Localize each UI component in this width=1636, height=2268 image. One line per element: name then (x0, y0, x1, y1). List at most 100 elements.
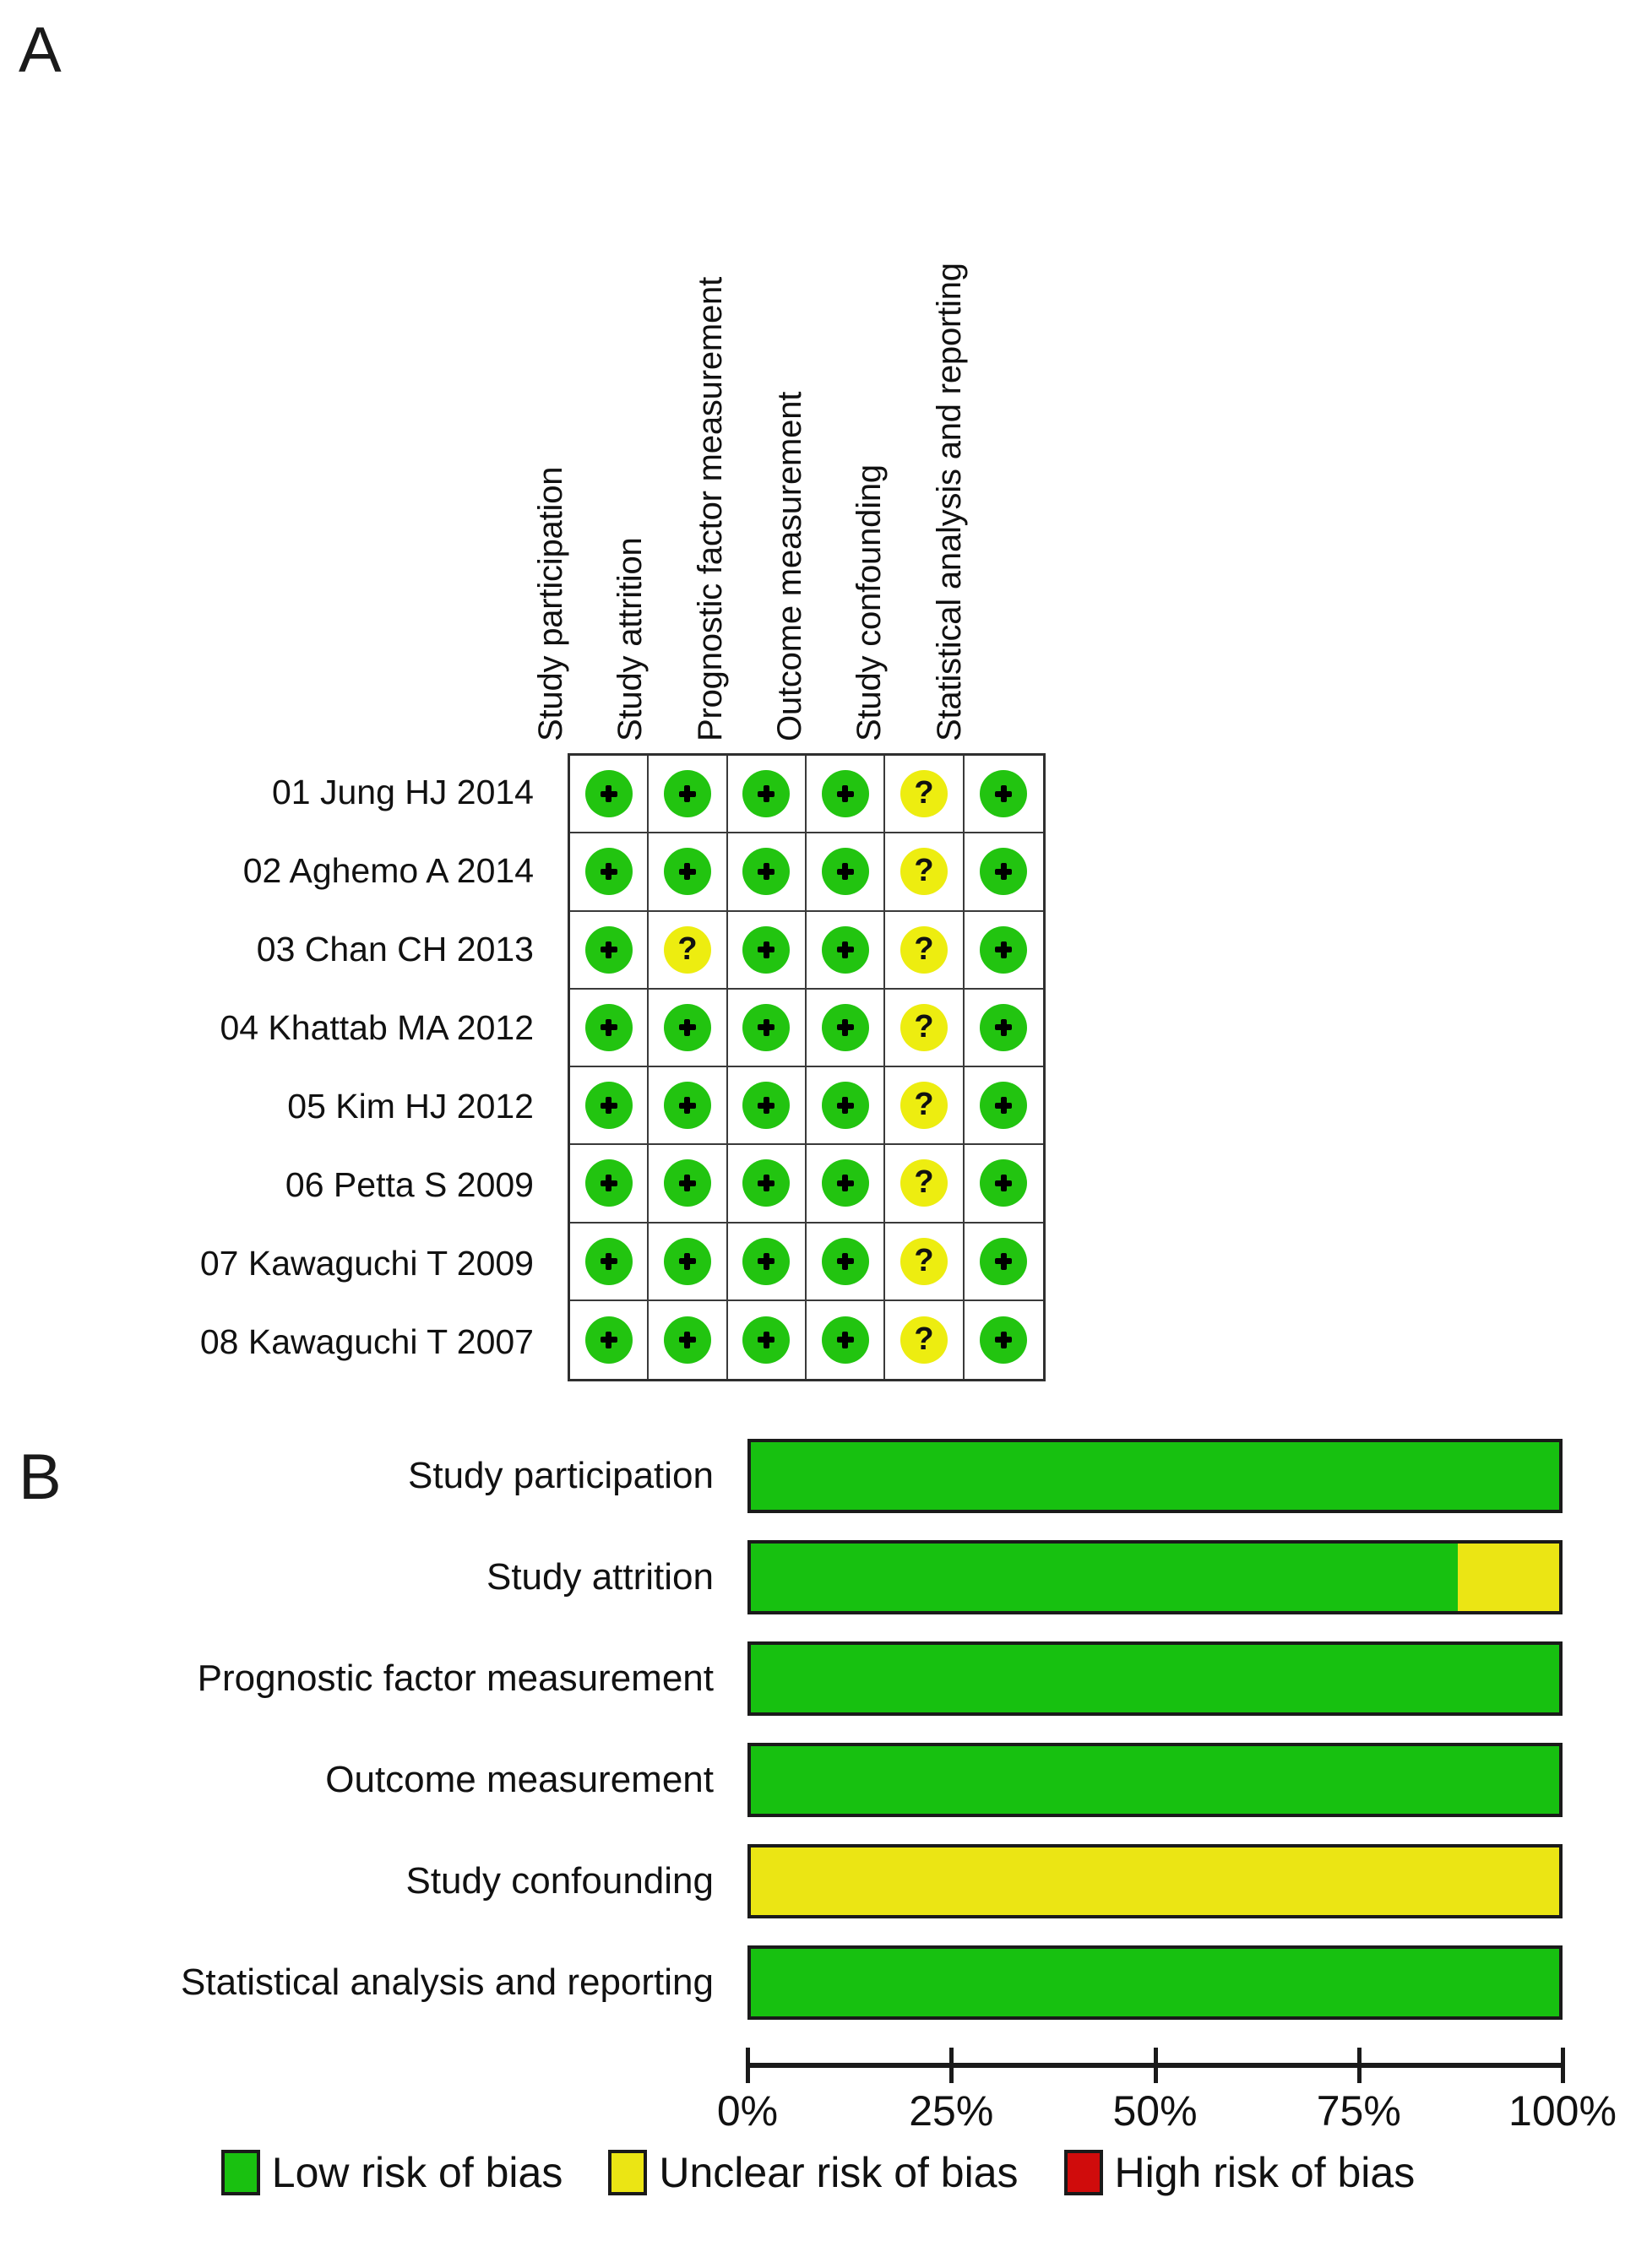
judgement-low (584, 1159, 633, 1207)
grid-cell (964, 1145, 1043, 1224)
grid-cell (727, 1223, 807, 1301)
grid-cell (727, 1145, 807, 1224)
grid-cell (964, 756, 1043, 834)
study-label: 01 Jung HJ 2014 (271, 773, 534, 811)
grid-cell (570, 1145, 650, 1224)
judgement-low (742, 1237, 791, 1285)
judgement-unclear: ? (900, 925, 948, 974)
percentage-axis: 0% 25% 50% 75% 100% (717, 2041, 1617, 2132)
bar-segment-unclear (751, 1847, 1559, 1915)
judgement-low (584, 848, 633, 896)
legend-label: Unclear risk of bias (659, 2149, 1019, 2196)
legend-swatch-low (220, 2150, 260, 2195)
stacked-bar (747, 1743, 1563, 1817)
bar-row-label: Prognostic factor measurement (197, 1658, 714, 1699)
study-label: 05 Kim HJ 2012 (287, 1087, 534, 1126)
grid-cell (727, 911, 807, 990)
column-header-label: Statistical analysis and reporting (930, 263, 968, 741)
judgement-low (821, 1082, 869, 1130)
legend-label: Low risk of bias (271, 2149, 563, 2196)
grid-cell (649, 1300, 728, 1379)
grid-cell (570, 1223, 650, 1301)
axis-tick (1153, 2048, 1158, 2083)
judgement-low (663, 1316, 711, 1364)
question-mark-icon: ? (914, 931, 934, 967)
bar-row: Statistical analysis and reporting (0, 1939, 1636, 2027)
grid-cell (570, 911, 650, 990)
grid-cell (727, 756, 807, 834)
judgement-low (821, 1316, 869, 1364)
grid-cell (649, 989, 728, 1067)
judgement-low (742, 1082, 791, 1130)
judgement-low (742, 848, 791, 896)
bar-row: Study participation (0, 1432, 1636, 1520)
judgement-low (821, 1159, 869, 1207)
grid-cell (964, 833, 1043, 912)
judgement-low (584, 1003, 633, 1051)
bar-row-label: Outcome measurement (325, 1759, 714, 1800)
question-mark-icon: ? (914, 1164, 934, 1201)
judgement-unclear: ? (663, 925, 711, 974)
judgement-unclear: ? (900, 1159, 948, 1207)
axis-tick (1561, 2048, 1565, 2083)
study-label: 03 Chan CH 2013 (256, 930, 534, 969)
judgement-low (980, 1316, 1028, 1364)
axis-tick-label: 100% (1508, 2087, 1617, 2135)
legend-swatch-high (1063, 2150, 1103, 2195)
grid-cell (807, 989, 886, 1067)
judgement-unclear: ? (900, 1082, 948, 1130)
axis-tick-label: 50% (1112, 2087, 1198, 2135)
axis-tick-label: 75% (1316, 2087, 1401, 2135)
bar-segment-unclear (1458, 1544, 1559, 1611)
judgement-low (980, 770, 1028, 818)
axis-tick-label: 0% (716, 2087, 779, 2135)
judgement-low (742, 1159, 791, 1207)
grid-cell: ? (885, 1300, 965, 1379)
column-header-label: Study attrition (611, 537, 650, 741)
judgement-low (663, 770, 711, 818)
grid-cell (570, 1067, 650, 1146)
bar-row: Prognostic factor measurement (0, 1635, 1636, 1723)
judgement-low (584, 925, 633, 974)
judgement-low (980, 1082, 1028, 1130)
judgement-low (980, 1237, 1028, 1285)
legend-item-high: High risk of bias (1063, 2150, 1415, 2195)
question-mark-icon: ? (914, 853, 934, 889)
grid-cell (570, 833, 650, 912)
bar-row-label: Study participation (408, 1455, 714, 1496)
grid-cell (964, 990, 1043, 1067)
question-mark-icon: ? (677, 931, 698, 967)
grid-cell (649, 1145, 728, 1224)
judgement-low (584, 1082, 633, 1130)
stacked-bar (747, 1641, 1563, 1716)
column-header-label: Study confounding (851, 464, 889, 741)
question-mark-icon: ? (914, 1321, 934, 1357)
bar-row: Outcome measurement (0, 1736, 1636, 1824)
grid-cell: ? (885, 1067, 965, 1146)
bar-segment-low (751, 1949, 1559, 2016)
stacked-bar (747, 1540, 1563, 1614)
judgement-low (742, 770, 791, 818)
grid-cell (964, 1224, 1043, 1301)
grid-cell (649, 756, 728, 834)
grid-cell: ? (885, 1145, 965, 1224)
grid-cell (727, 833, 807, 912)
grid-cell (964, 912, 1043, 990)
legend-swatch-unclear (608, 2150, 648, 2195)
axis-tick (949, 2048, 954, 2083)
axis-tick-label: 25% (909, 2087, 994, 2135)
grid-cell (807, 1145, 886, 1224)
judgement-low (821, 925, 869, 974)
bar-segment-low (751, 1645, 1559, 1712)
grid-cell: ? (885, 989, 965, 1067)
bar-row: Study attrition (0, 1533, 1636, 1621)
bar-segment-low (751, 1442, 1559, 1510)
judgement-low (584, 1316, 633, 1364)
grid-cell (807, 1223, 886, 1301)
question-mark-icon: ? (914, 1087, 934, 1123)
judgement-low (663, 848, 711, 896)
judgement-low (663, 1237, 711, 1285)
judgement-low (742, 925, 791, 974)
